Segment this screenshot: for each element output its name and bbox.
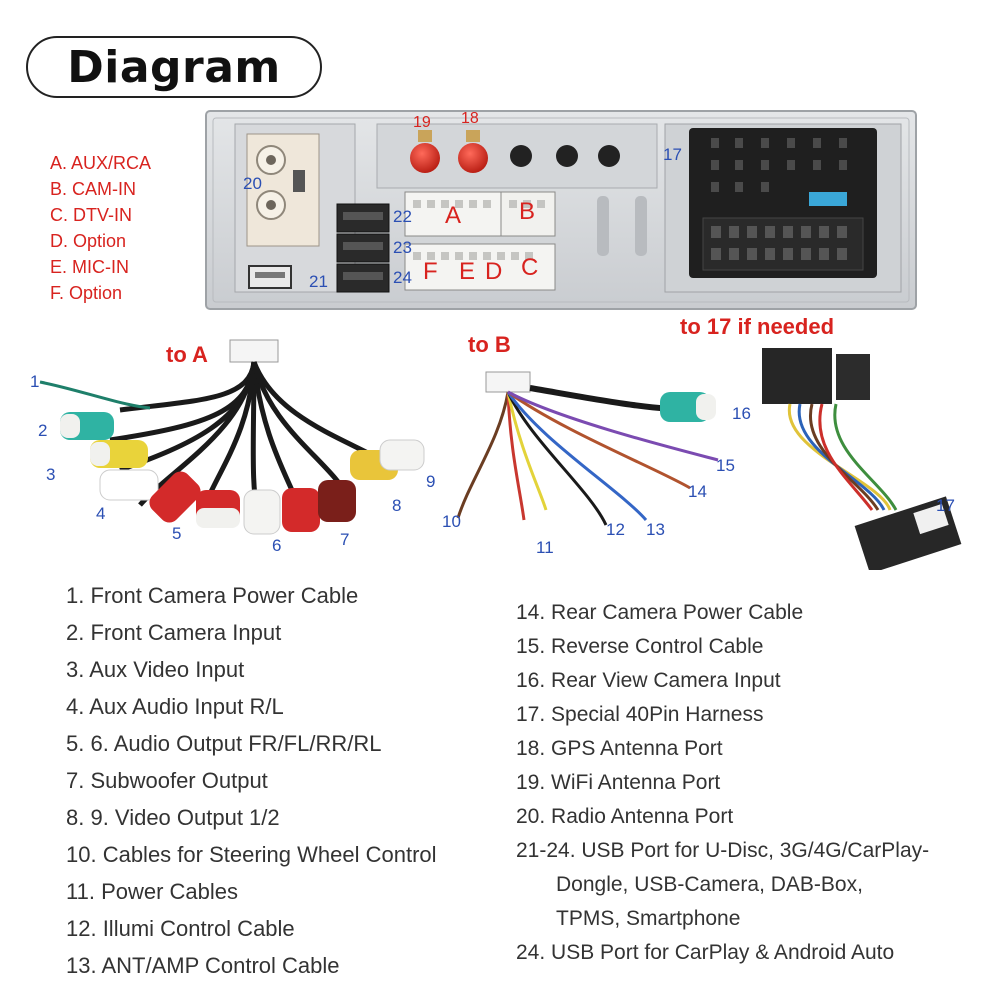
- list-item: 10. Cables for Steering Wheel Control: [66, 842, 437, 867]
- list-item: 17. Special 40Pin Harness: [516, 703, 764, 726]
- list-item: 3. Aux Video Input: [66, 657, 245, 682]
- port-number-20: 20: [243, 174, 262, 193]
- list-item: Dongle, USB-Camera, DAB-Box,: [556, 873, 863, 896]
- list-item: TPMS, Smartphone: [556, 907, 741, 930]
- slot-letter-c: C: [521, 254, 539, 281]
- cable-number-4: 4: [96, 504, 106, 523]
- cable-number-13: 13: [646, 520, 665, 539]
- cable-number-12: 12: [606, 520, 625, 539]
- list-item: 1. Front Camera Power Cable: [66, 583, 359, 608]
- list-item: 2. Front Camera Input: [66, 620, 282, 645]
- list-item: 5. 6. Audio Output FR/FL/RR/RL: [66, 731, 382, 756]
- cable-number-11: 11: [536, 538, 554, 557]
- connector-legend: A. AUX/RCA B. CAM-IN C. DTV-IN D. Option…: [50, 150, 151, 306]
- cable-number-8: 8: [392, 496, 402, 515]
- page-title: Diagram: [67, 41, 281, 93]
- list-item: 11. Power Cables: [66, 879, 239, 904]
- list-item: 18. GPS Antenna Port: [516, 737, 723, 760]
- cable-number-5: 5: [172, 524, 182, 543]
- list-item: 16. Rear View Camera Input: [516, 669, 781, 692]
- list-item: 4. Aux Audio Input R/L: [66, 694, 284, 719]
- wire-bundle: [456, 371, 719, 526]
- cable-number-6: 6: [272, 536, 282, 555]
- port-number-19: 19: [413, 114, 431, 131]
- cable-number-14: 14: [688, 482, 707, 501]
- legend-item: A. AUX/RCA: [50, 153, 152, 173]
- cable-number-15: 15: [716, 456, 735, 475]
- list-item: 7. Subwoofer Output: [66, 768, 268, 793]
- cable-number-17: 17: [936, 496, 955, 515]
- list-item: 20. Radio Antenna Port: [516, 805, 734, 828]
- rear-panel: 19 18 17 20 21 22 23 24 A B F E D C: [205, 110, 917, 312]
- slot-letter-e: E: [459, 258, 476, 285]
- cable-tag-to-b: to B: [468, 332, 511, 357]
- cable-number-2: 2: [38, 421, 48, 440]
- cable-number-3: 3: [46, 465, 56, 484]
- cable-list-right: 14. Rear Camera Power Cable 15. Reverse …: [516, 596, 929, 970]
- cable-illustrations: [39, 339, 962, 570]
- legend-item: F. Option: [50, 283, 123, 303]
- legend-item: E. MIC-IN: [50, 257, 129, 277]
- port-number-23: 23: [393, 238, 412, 257]
- legend-item: D. Option: [50, 231, 127, 251]
- port-number-24: 24: [393, 268, 412, 287]
- rca-harness: [39, 339, 425, 535]
- port-number-18: 18: [461, 110, 479, 127]
- cable-tag-to-a: to A: [166, 342, 208, 367]
- list-item: 13. ANT/AMP Control Cable: [66, 953, 340, 978]
- list-item: 15. Reverse Control Cable: [516, 635, 764, 658]
- list-item: 14. Rear Camera Power Cable: [516, 601, 804, 624]
- cable-number-9: 9: [426, 472, 436, 491]
- list-item: 19. WiFi Antenna Port: [516, 771, 721, 794]
- rear-panel-illustration: [205, 110, 917, 310]
- 40pin-harness: [762, 348, 962, 570]
- legend-item: B. CAM-IN: [50, 179, 137, 199]
- title-pill: Diagram: [26, 36, 322, 98]
- list-item: 12. Illumi Control Cable: [66, 916, 295, 941]
- slot-letter-f: F: [423, 258, 438, 285]
- legend-item: C. DTV-IN: [50, 205, 133, 225]
- list-item: 21-24. USB Port for U-Disc, 3G/4G/CarPla…: [516, 839, 930, 862]
- cable-tag-to-17: to 17 if needed: [680, 314, 835, 339]
- cable-number-1: 1: [30, 372, 40, 391]
- port-number-22: 22: [393, 207, 412, 226]
- cable-number-10: 10: [442, 512, 461, 531]
- port-number-21: 21: [309, 272, 328, 291]
- cable-number-16: 16: [732, 404, 751, 423]
- port-number-17: 17: [663, 145, 682, 164]
- slot-letter-a: A: [445, 202, 462, 229]
- list-item: 24. USB Port for CarPlay & Android Auto: [516, 941, 895, 964]
- list-item: 8. 9. Video Output 1/2: [66, 805, 280, 830]
- cable-list-left: 1. Front Camera Power Cable 2. Front Cam…: [66, 577, 437, 984]
- slot-letter-d: D: [485, 258, 503, 285]
- slot-letter-b: B: [519, 198, 536, 225]
- cable-number-7: 7: [340, 530, 350, 549]
